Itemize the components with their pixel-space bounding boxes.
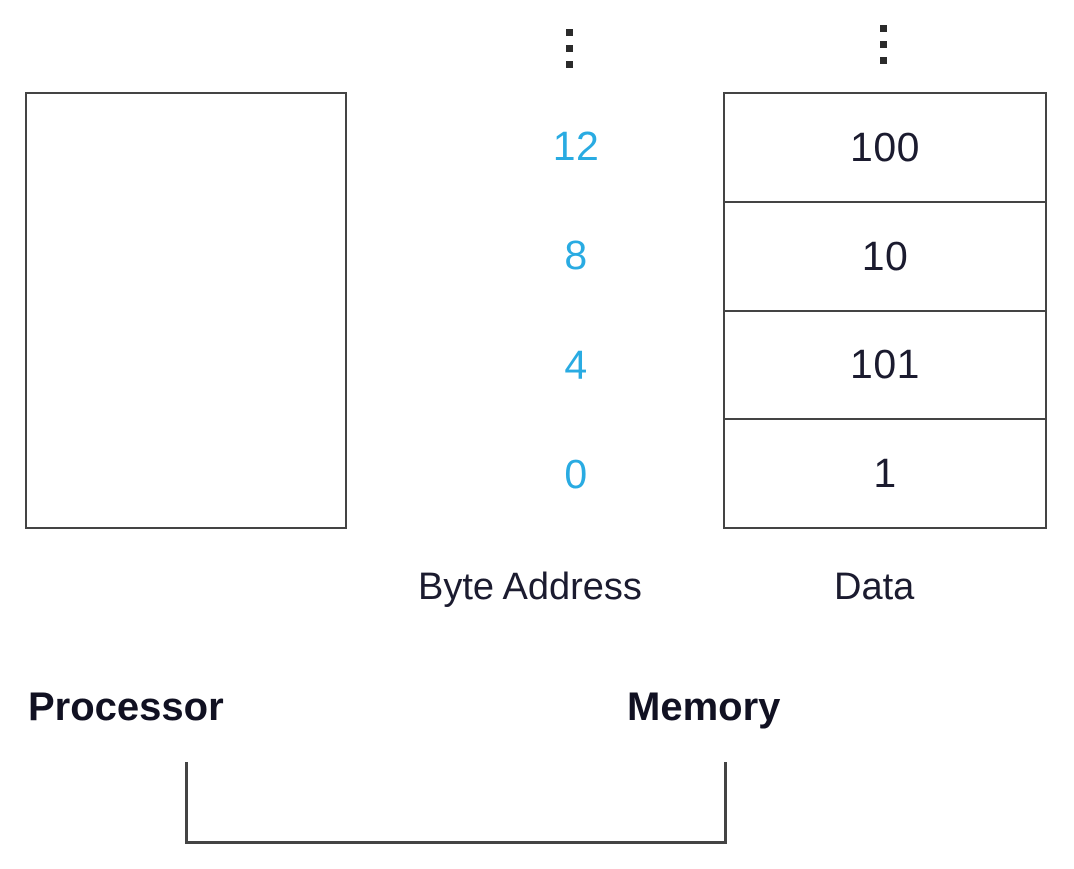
byte-address-column: 12 8 4 0 <box>476 92 676 529</box>
memory-data-value: 101 <box>850 341 920 388</box>
ellipsis-dot <box>880 41 887 48</box>
memory-table: 100 10 101 1 <box>723 92 1047 529</box>
address-value: 8 <box>564 232 588 279</box>
ellipsis-dot <box>880 25 887 32</box>
address-cell: 8 <box>476 201 676 310</box>
ellipsis-dot <box>880 57 887 64</box>
memory-row: 10 <box>725 203 1045 312</box>
address-value: 12 <box>552 123 600 170</box>
memory-label: Memory <box>627 685 781 729</box>
memory-data-value: 100 <box>850 123 920 170</box>
memory-data-value: 10 <box>861 232 909 279</box>
ellipsis-dot <box>566 45 573 52</box>
address-cell: 4 <box>476 311 676 420</box>
processor-label: Processor <box>28 685 224 729</box>
address-value: 4 <box>564 341 588 388</box>
data-caption: Data <box>834 566 915 608</box>
address-cell: 0 <box>476 420 676 529</box>
address-continuation-ellipsis-icon <box>566 29 573 68</box>
ellipsis-dot <box>566 61 573 68</box>
byte-address-caption: Byte Address <box>418 566 642 608</box>
memory-data-value: 1 <box>873 450 897 497</box>
address-value: 0 <box>564 450 588 497</box>
processor-box <box>25 92 347 529</box>
data-continuation-ellipsis-icon <box>880 25 887 64</box>
memory-row: 101 <box>725 312 1045 421</box>
address-cell: 12 <box>476 92 676 201</box>
memory-row: 1 <box>725 420 1045 527</box>
processor-memory-bus-bracket <box>185 762 727 844</box>
ellipsis-dot <box>566 29 573 36</box>
memory-row: 100 <box>725 94 1045 203</box>
